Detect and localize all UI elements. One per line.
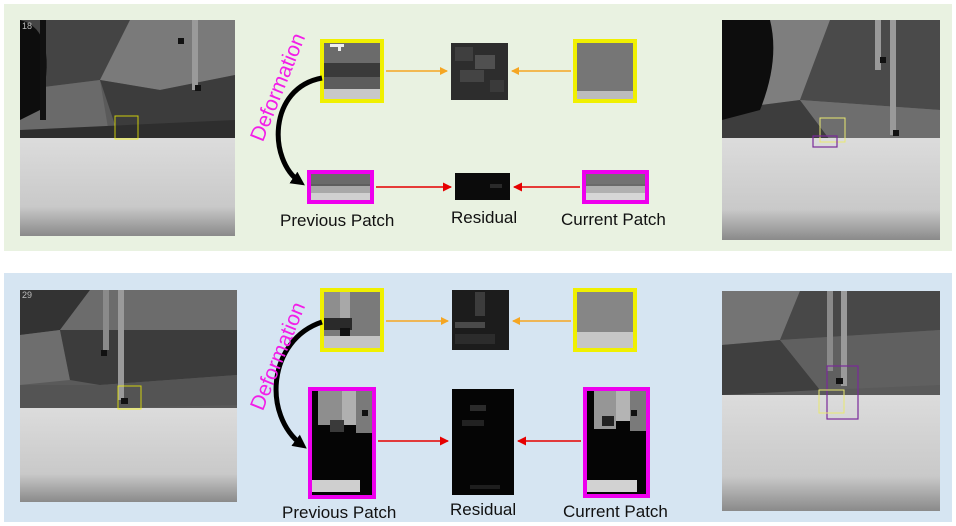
top-right-frame <box>722 20 940 240</box>
bottom-residual-label: Residual <box>450 500 517 519</box>
bottom-prev-patch-magenta <box>308 387 376 499</box>
top-current-patch-label: Current Patch <box>561 210 666 229</box>
bottom-left-frame <box>20 290 237 502</box>
top-prev-patch-yellow <box>320 39 384 103</box>
top-curr-patch-yellow <box>573 39 637 103</box>
top-previous-patch-label: Previous Patch <box>280 211 395 230</box>
top-prev-patch-magenta <box>307 170 374 204</box>
bottom-residual-2 <box>452 389 514 495</box>
top-curr-patch-magenta <box>582 170 649 204</box>
top-deformation-arrow <box>275 75 323 186</box>
top-residual-1 <box>451 43 508 100</box>
bottom-prev-patch-yellow <box>320 288 384 352</box>
bottom-previous-patch-label: Previous Patch <box>282 503 397 522</box>
bottom-right-frame <box>722 291 940 511</box>
top-frame-number: 18 <box>22 21 33 31</box>
bottom-curr-patch-magenta <box>583 387 650 498</box>
bottom-current-patch-label: Current Patch <box>563 502 668 521</box>
top-left-frame <box>20 20 235 236</box>
bottom-deformation-arrow <box>273 319 323 449</box>
bottom-residual-1 <box>452 290 509 350</box>
top-residual-label: Residual <box>451 208 518 227</box>
bottom-frame-number: 29 <box>22 290 33 300</box>
bottom-curr-patch-yellow <box>573 288 637 352</box>
